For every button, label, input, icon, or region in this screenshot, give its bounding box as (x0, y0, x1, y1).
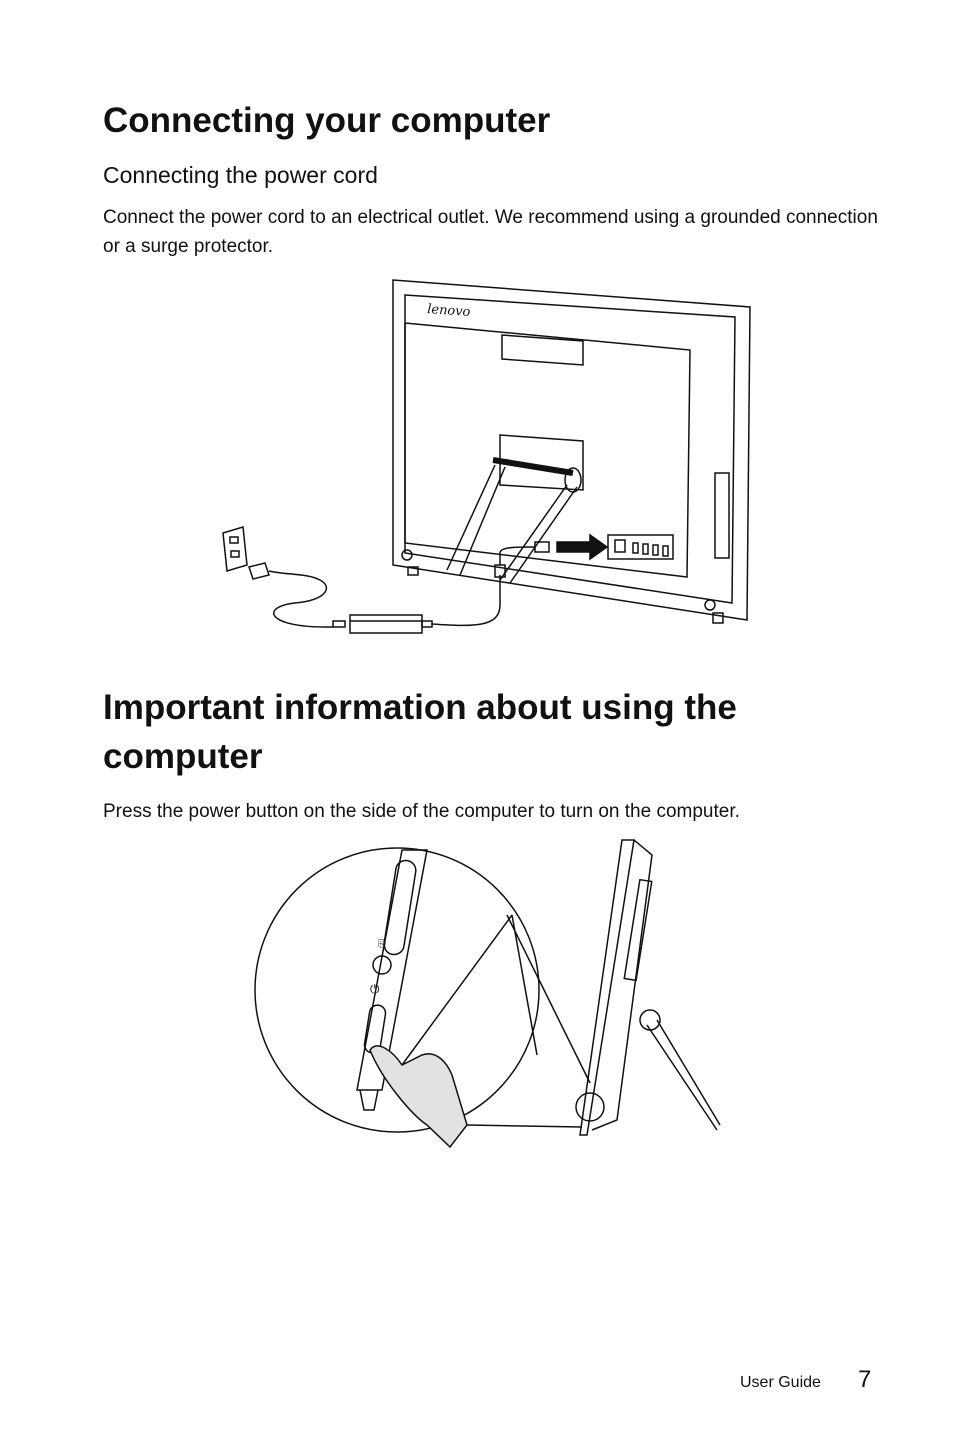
power-button-instructions: Press the power button on the side of th… (103, 801, 740, 822)
power-cord-instructions: Connect the power cord to an electrical … (103, 207, 878, 257)
wall-outlet-icon (222, 526, 248, 572)
computer-side-view-icon (575, 839, 721, 1136)
section-title-important-info-line1: Important information about using the (103, 688, 737, 727)
power-plug-icon (248, 562, 333, 628)
section-subtitle-power-cord: Connecting the power cord (103, 162, 378, 188)
brand-logo: lenovo (427, 302, 471, 320)
power-button-illustration: ⎘ ⏻ (252, 835, 727, 1155)
finger-pointer-icon (369, 1045, 468, 1149)
magnifier-circle (254, 847, 540, 1133)
power-cord-illustration: lenovo (215, 275, 760, 645)
section-title-important-info-line2: computer (103, 737, 263, 776)
svg-text:⎘: ⎘ (378, 939, 386, 950)
section-title-connecting: Connecting your computer (103, 101, 551, 140)
footer-label: User Guide (740, 1374, 821, 1391)
monitor-back-icon: lenovo (392, 279, 751, 624)
page-number: 7 (858, 1366, 872, 1393)
power-icon: ⏻ (370, 982, 380, 996)
side-panel-closeup: ⎘ ⏻ (356, 849, 538, 1111)
